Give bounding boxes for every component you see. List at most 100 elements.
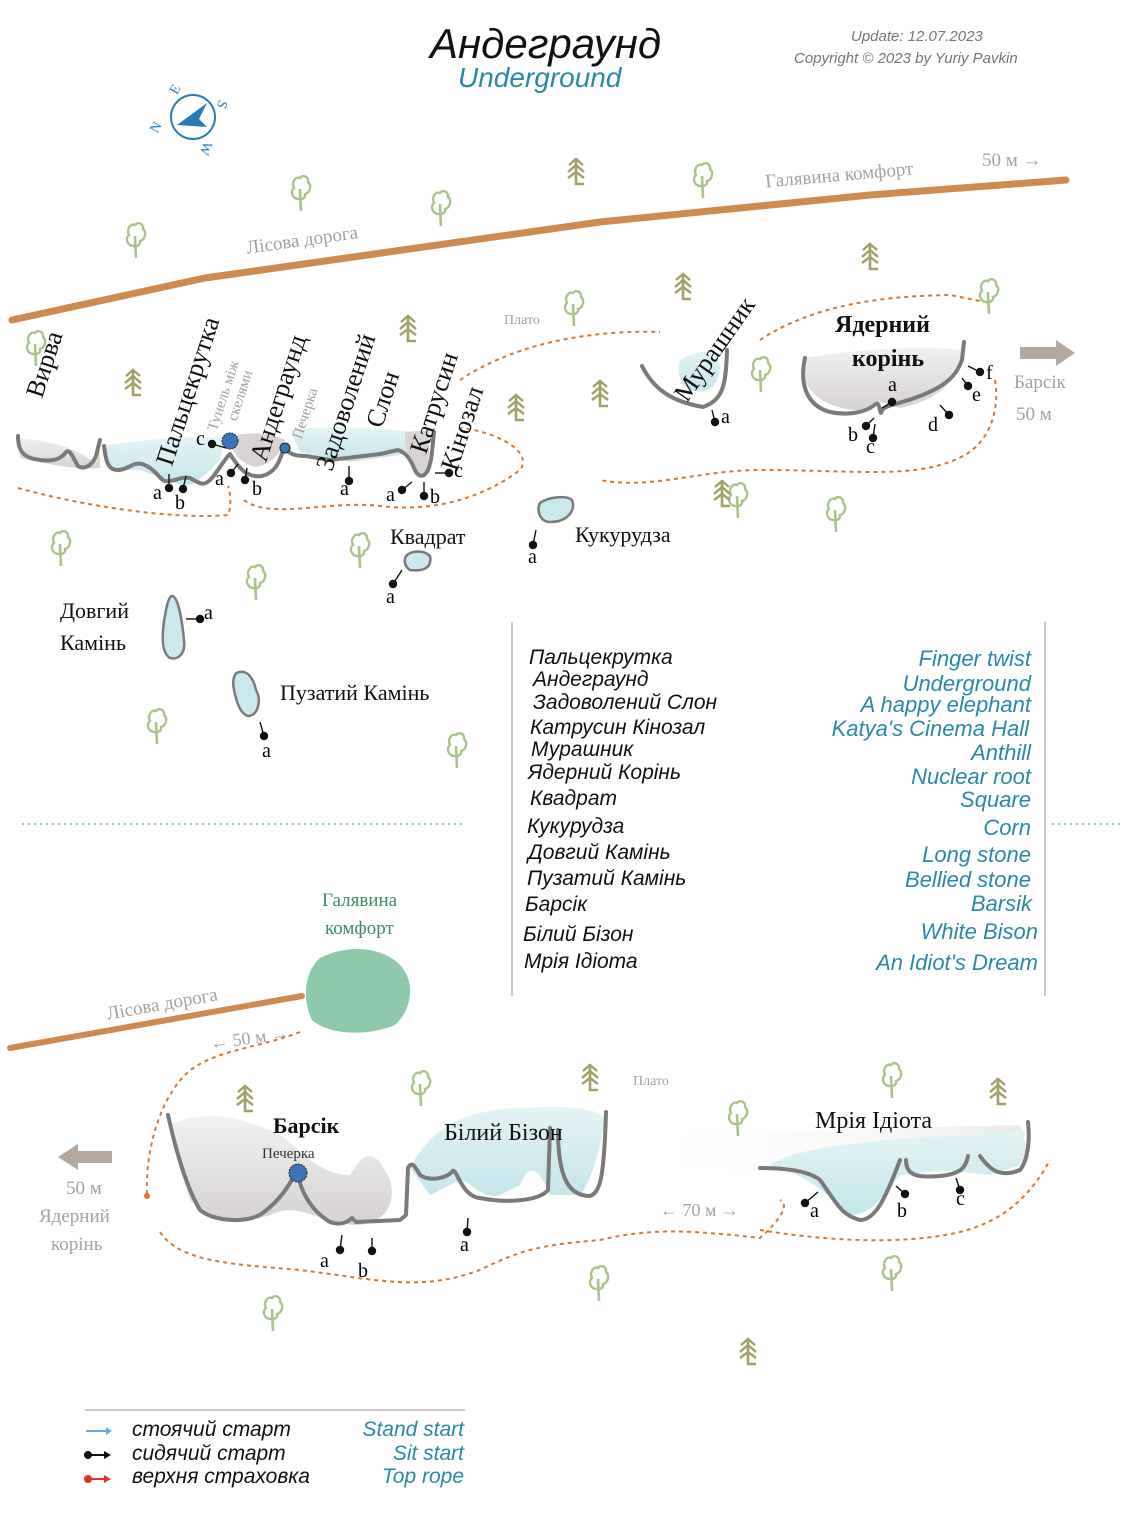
stand-start-marker-icon: [86, 1427, 112, 1435]
legend-en: Barsik: [970, 891, 1032, 916]
legend-en: Anthill: [971, 740, 1031, 765]
route-label: a: [460, 1234, 469, 1256]
to-barsik-label: Барсік: [1014, 372, 1066, 393]
legend-uk: Мурашник: [531, 738, 634, 761]
legend-top-uk: верхня страховка: [132, 1465, 310, 1488]
legend-uk: Катрусин Кінозал: [530, 716, 706, 739]
sector-label-yaderny-2: корінь: [852, 346, 925, 372]
sector-label-barsik-cave: Печерка: [262, 1146, 315, 1162]
route-label: b: [358, 1260, 368, 1282]
to-yaderny-distance: 50 м: [66, 1178, 102, 1199]
trail-bottom: [145, 1031, 301, 1196]
legend-en: White Bison: [920, 919, 1038, 944]
route-label: a: [721, 406, 730, 428]
sector-label-dovhyi-2: Камінь: [60, 630, 126, 655]
rock-outline-bottom: [166, 1110, 608, 1226]
legend-uk: Довгий Камінь: [528, 841, 671, 864]
sector-label-puzatyi: Пузатий Камінь: [280, 680, 430, 705]
rock-fill-paltsekrutka: [104, 437, 225, 486]
arrow-left-icon: [58, 1144, 112, 1170]
legend-uk: Ядерний Корінь: [528, 761, 682, 784]
trail: [599, 379, 998, 484]
forest-road: [8, 176, 1070, 324]
cave-pecherka: [279, 442, 291, 454]
to-barsik-distance: 50 м: [1016, 404, 1052, 425]
trail-bottom: [759, 1159, 1051, 1242]
route-label: c: [454, 460, 463, 482]
legend-en: Long stone: [922, 842, 1031, 867]
legend-stand-uk: стоячий старт: [132, 1418, 291, 1441]
legend-en: Bellied stone: [905, 867, 1031, 892]
legend-uk: Білий Бізон: [523, 923, 634, 946]
route-label: e: [972, 384, 981, 406]
forest-road-bottom: [7, 993, 305, 1051]
route-label: f: [986, 362, 993, 384]
cave-barsik: [288, 1163, 308, 1183]
legend-uk: Мрія Ідіота: [524, 950, 638, 973]
rock-outline-murashnyk: [640, 348, 729, 410]
trail: [243, 427, 524, 511]
route-label: a: [262, 740, 271, 762]
rock-fill-underground: [230, 433, 285, 467]
rock-fill-katrusyn: [405, 430, 430, 476]
legend-en: Underground: [902, 671, 1031, 696]
arrow-right-icon: [1020, 340, 1075, 366]
legend-top-en: Top rope: [381, 1465, 464, 1488]
route-label: a: [888, 374, 897, 396]
sector-label-barsik: Барсік: [273, 1113, 340, 1138]
sector-label-bison: Білий Бізон: [444, 1120, 563, 1146]
legend-uk: Пальцекрутка: [529, 646, 673, 669]
route-label: c: [956, 1188, 965, 1210]
plateau-label-bottom: Плато: [633, 1074, 669, 1089]
legend-en: A happy elephant: [860, 692, 1031, 717]
top-rope-marker-icon: [84, 1475, 111, 1483]
glade-title-1: Галявина: [322, 890, 398, 911]
plateau-label: Плато: [504, 313, 540, 328]
route-markers-bottom: [335, 1177, 965, 1256]
to-yaderny-label-2: корінь: [51, 1234, 103, 1255]
route-label: a: [340, 478, 349, 500]
rock-outline-idiot: [758, 1120, 1031, 1223]
update-date: Update: 12.07.2023: [851, 28, 983, 45]
legend-en: Nuclear root: [911, 764, 1031, 789]
legend-en: Katya's Cinema Hall: [831, 716, 1029, 741]
rock-kvadrat: [403, 550, 432, 572]
route-label: a: [320, 1250, 329, 1272]
legend-stand-en: Stand start: [362, 1418, 464, 1441]
legend-uk: Андеграунд: [533, 668, 649, 691]
rock-outline-yaderny: [801, 340, 966, 416]
legend-uk: Пузатий Камінь: [527, 867, 687, 890]
legend-en: Square: [960, 787, 1031, 812]
route-label: b: [848, 424, 858, 446]
sector-label-kukurudza: Кукурудза: [575, 522, 671, 547]
trail-bottom: [159, 1199, 785, 1284]
page-subtitle: Underground: [458, 62, 622, 93]
rock-fill-barsik: [170, 1116, 392, 1225]
route-label: b: [897, 1200, 907, 1222]
glade-distance: 50 м →: [982, 150, 1042, 171]
route-label: b: [430, 486, 440, 508]
legend-en: Corn: [983, 815, 1031, 840]
route-label: a: [386, 586, 395, 608]
legend-sit-uk: сидячий старт: [132, 1442, 286, 1465]
glade: [305, 948, 411, 1033]
legend-uk: Кукурудза: [527, 815, 625, 838]
copyright: Copyright © 2023 by Yuriy Pavkin: [794, 50, 1018, 67]
page-title: Андеграунд: [430, 20, 662, 67]
route-label: a: [153, 482, 162, 504]
distance-70: ← 70 м →: [660, 1200, 739, 1220]
route-label: a: [215, 468, 224, 490]
rock-fill-murashnyk: [678, 351, 720, 392]
route-label: a: [810, 1200, 819, 1222]
route-label: a: [528, 546, 537, 568]
to-yaderny-label-1: Ядерний: [39, 1206, 110, 1227]
legend-uk: Задоволений Слон: [533, 691, 718, 714]
legend-uk: Барсік: [525, 893, 588, 916]
sector-label-dovhyi-1: Довгий: [60, 598, 129, 623]
rock-puzatyi: [232, 670, 260, 718]
route-label: d: [928, 414, 938, 436]
legend-sit-en: Sit start: [392, 1442, 464, 1465]
trail-end: [144, 1193, 150, 1199]
legend-en: Finger twist: [918, 646, 1031, 671]
